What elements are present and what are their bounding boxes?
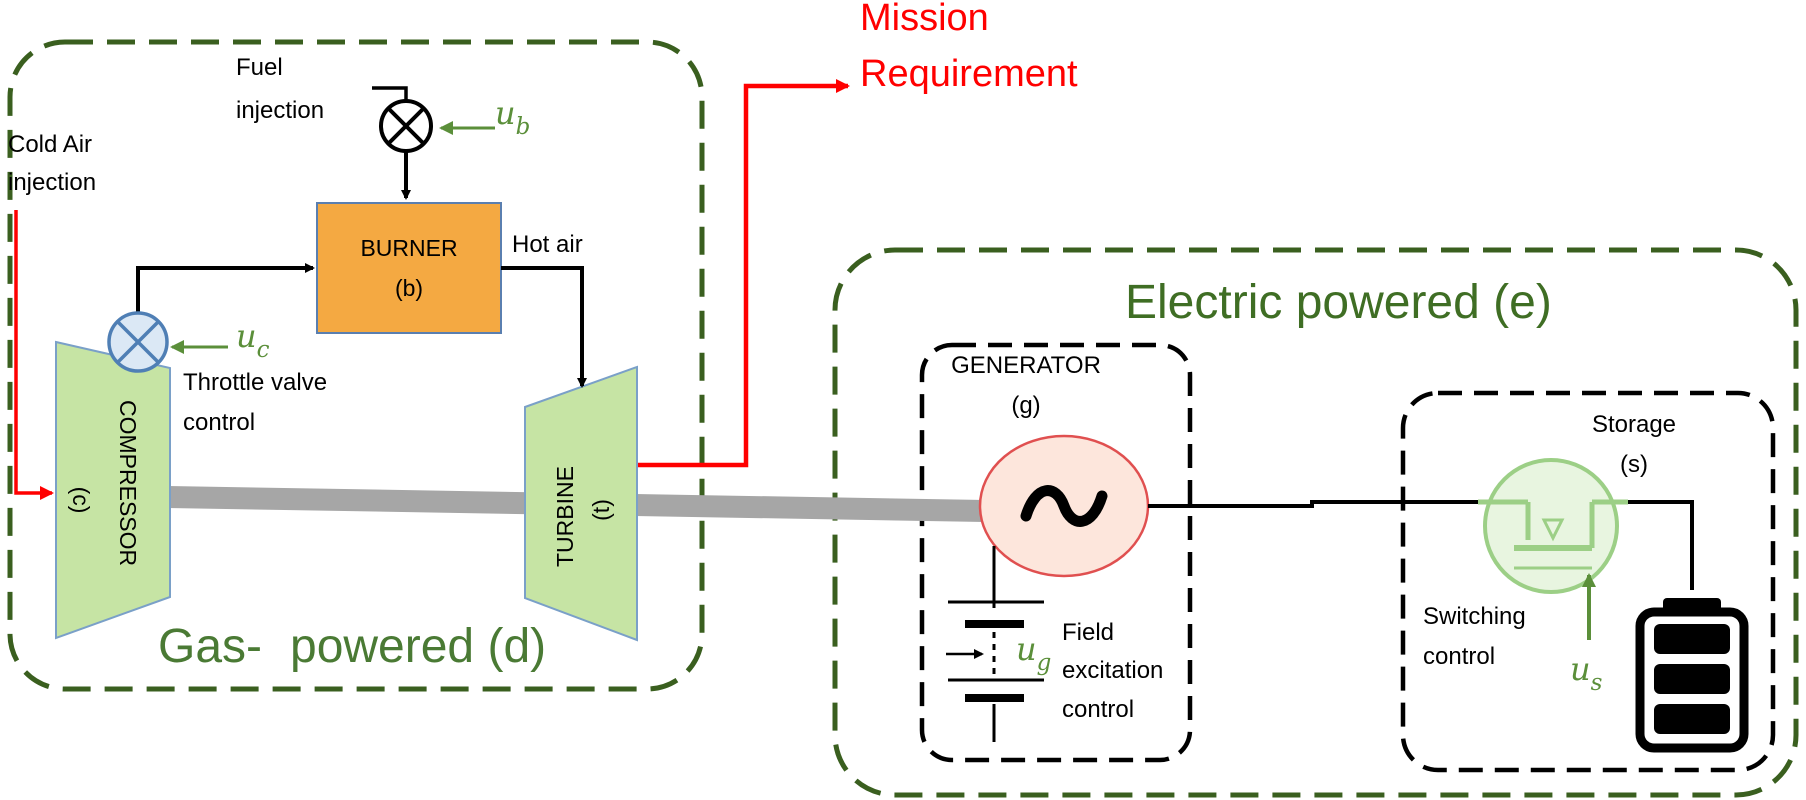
generator-group	[919, 342, 1193, 763]
throttle-label-line1: Throttle valve	[183, 369, 327, 396]
valve-x-icon	[107, 311, 169, 373]
power-line	[1148, 500, 1478, 508]
compressor-id: (c)	[68, 487, 94, 514]
storage-group	[1400, 390, 1776, 773]
gas-powered-title-a: Gas-	[158, 620, 262, 673]
mission-label-line1: Mission	[860, 0, 989, 39]
storage-label: Storage	[1592, 411, 1676, 438]
cold-air-arrow	[14, 210, 54, 500]
battery-icon	[1635, 598, 1749, 753]
mission-requirement-arrow	[637, 79, 850, 468]
compressor-label: COMPRESSOR	[115, 400, 141, 566]
turbine-id: (t)	[588, 499, 614, 521]
throttle-label-line2: control	[183, 409, 255, 436]
generator-label: GENERATOR	[951, 352, 1101, 379]
valve-x-icon	[379, 99, 433, 153]
u-b-label: ub	[495, 94, 530, 140]
storage-bus	[1628, 500, 1694, 590]
compressor-to-burner-flow	[136, 263, 315, 323]
electric-powered-group	[832, 247, 1799, 798]
storage-id: (s)	[1620, 451, 1648, 478]
u-c-label: uc	[236, 317, 270, 363]
turbine-label: TURBINE	[552, 466, 578, 567]
generator-id: (g)	[1011, 392, 1040, 419]
field-label-line1: Field	[1062, 619, 1114, 646]
fuel-label-line1: Fuel	[236, 54, 283, 81]
mosfet-icon	[1478, 458, 1628, 594]
switching-label-line2: control	[1423, 643, 1495, 670]
fuel-inlet-pipe	[372, 86, 408, 101]
u-g-label: ug	[1016, 630, 1051, 676]
gas-powered-title-b: powered (d)	[290, 620, 546, 673]
electric-powered-title: Electric powered (e)	[1125, 276, 1552, 329]
mission-label-line2: Requirement	[860, 53, 1078, 95]
burner	[316, 202, 502, 334]
hot-air-label: Hot air	[512, 231, 583, 258]
burner-label: BURNER	[360, 235, 457, 261]
gas-powered-group	[7, 39, 705, 692]
field-label-line2: excitation	[1062, 657, 1163, 684]
cold-air-label-line2: injection	[8, 169, 96, 196]
switching-label-line1: Switching	[1423, 603, 1526, 630]
field-label-line3: control	[1062, 696, 1134, 723]
fuel-label-line2: injection	[236, 97, 324, 124]
burner-id: (b)	[395, 275, 423, 301]
burner-to-turbine-flow	[501, 266, 587, 388]
cold-air-label-line1: Cold Air	[8, 131, 92, 158]
turbine	[524, 365, 638, 642]
tilde-ac-icon	[1020, 485, 1108, 527]
u-s-label: us	[1570, 650, 1603, 696]
dc-source-icon	[946, 546, 1044, 742]
